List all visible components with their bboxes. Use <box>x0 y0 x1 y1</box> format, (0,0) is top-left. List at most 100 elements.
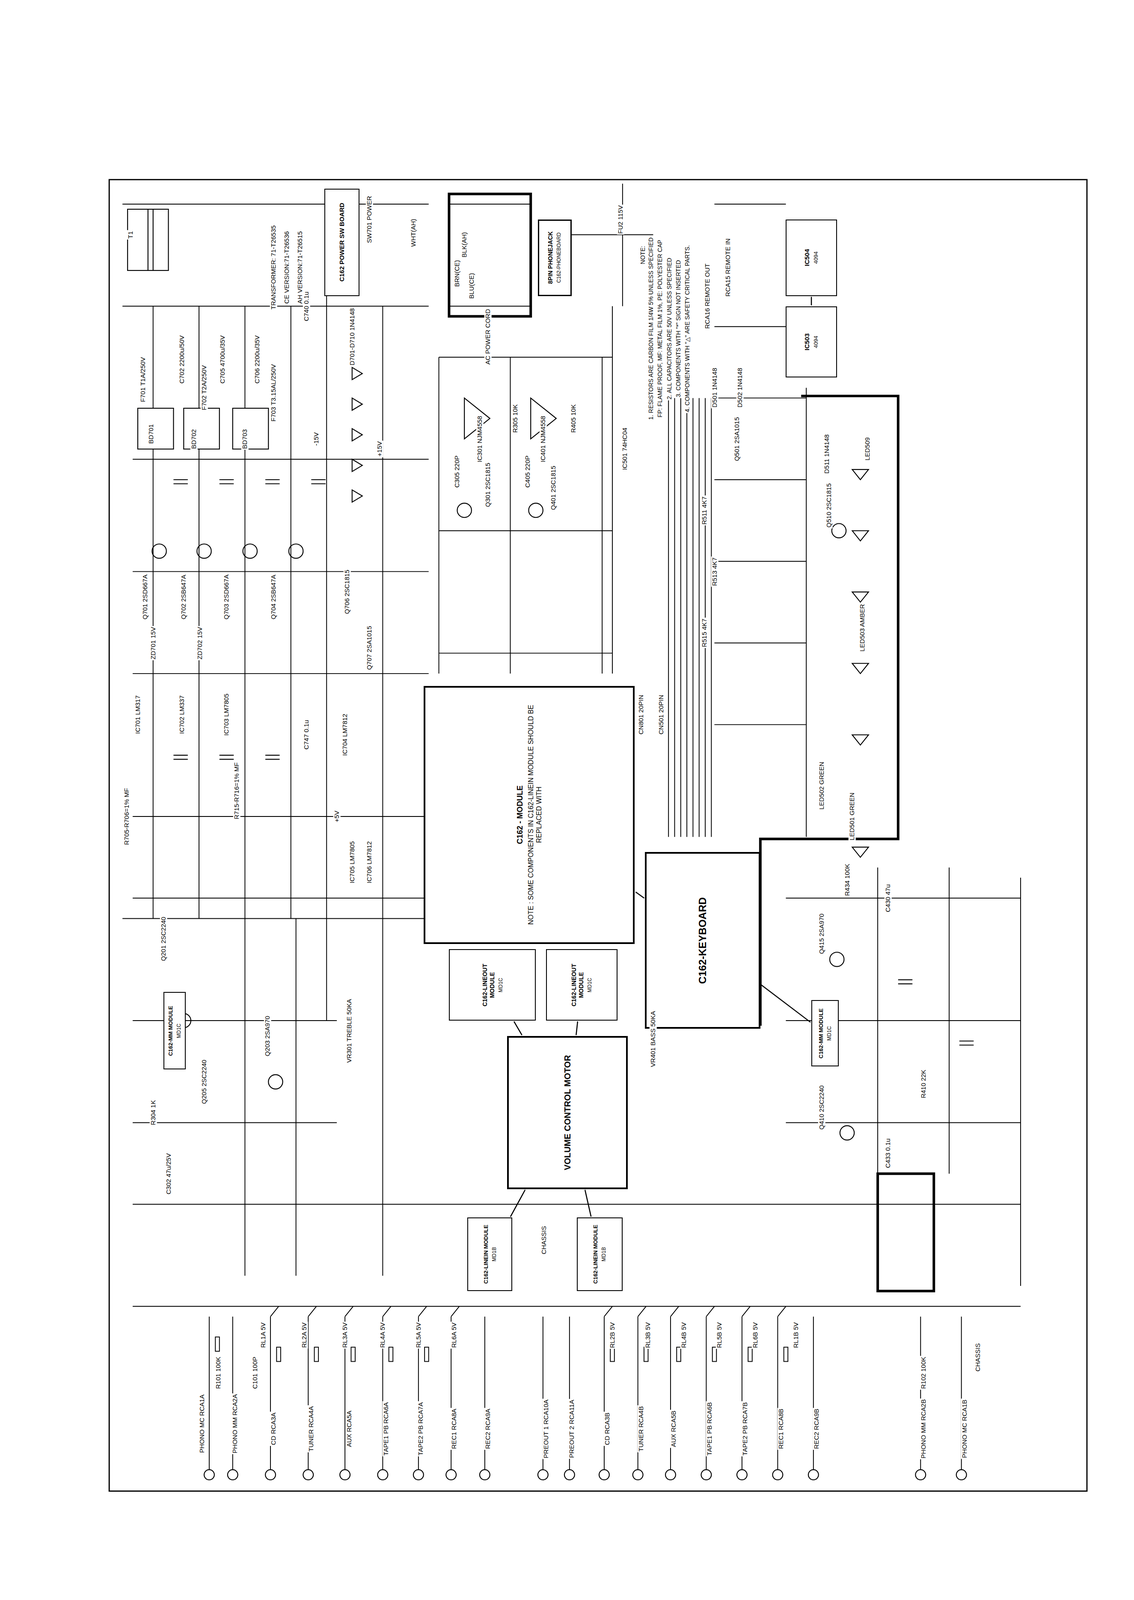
resistor-symbol <box>676 1347 681 1362</box>
transistor-symbol <box>268 1074 283 1089</box>
part-label: LED502 GREEN <box>818 761 826 811</box>
module-box: C162-LINEOUT MODULEMD1C <box>546 949 618 1021</box>
module-box: 8PIN PHONEJACKC162-PHONEBOARD <box>537 219 572 297</box>
part-label: -15V <box>312 431 321 447</box>
part-label: IC401 NJM4558 <box>539 414 547 463</box>
part-label: TAPE1 PB RCA6A <box>382 1401 390 1457</box>
module-box: IC5044094 <box>785 219 837 297</box>
transistor-symbol <box>151 503 855 1140</box>
module-title: C162-MM MODULE <box>816 1003 826 1064</box>
part-label: R705-R706=1% MF <box>122 787 131 847</box>
transformer-symbol <box>148 209 154 271</box>
part-label: RL2A 5V <box>300 1321 308 1349</box>
rca-jack <box>302 1469 314 1480</box>
part-label: 3. COMPONENTS WITH "*" SIGN NOT INSERTED <box>675 259 682 399</box>
ribbon-connector <box>510 1190 526 1218</box>
resistor-symbol <box>610 1347 615 1362</box>
part-label: BD702 <box>190 428 198 450</box>
wire <box>132 898 1021 1307</box>
part-label: RCA15 REMOTE IN <box>724 237 732 298</box>
ribbon-connector <box>635 891 645 898</box>
part-label: CN801 20PIN <box>637 693 645 736</box>
part-label: LED501 GREEN <box>848 791 856 842</box>
part-label: RL3A 5V <box>341 1321 349 1349</box>
thick-outline <box>760 395 899 1026</box>
rca-jack <box>956 1469 967 1480</box>
part-label: C705 4700u/35V <box>219 334 227 385</box>
module-title: C162-LINEOUT MODULE <box>569 952 586 1018</box>
bridge-rectifier <box>137 408 174 449</box>
frame <box>109 179 1087 1492</box>
ribbon-connector <box>575 1021 578 1036</box>
module-box: C162 - MODULENOTE : SOME COMPONENTS IN C… <box>423 685 636 945</box>
module-title: C162-LINEOUT MODULE <box>480 952 497 1018</box>
part-label: RL5B 5V <box>715 1321 724 1349</box>
module-title: 8PIN PHONEJACK <box>546 222 556 294</box>
rca-jack <box>339 1469 351 1480</box>
part-label: C702 2200u/50V <box>178 334 186 385</box>
node-text-group: C162-KEYBOARD <box>695 854 710 1026</box>
module-box: C162-LINEIN MODULEMD1B <box>467 1217 513 1292</box>
ribbon-connector <box>761 984 811 1022</box>
transistor-symbol <box>457 503 472 518</box>
part-label: C101 100P <box>251 1355 259 1390</box>
rca-jack <box>736 1469 748 1480</box>
rca-jack <box>599 1469 610 1480</box>
part-label: R405 10K <box>569 403 578 434</box>
part-label: IC706 LM7812 <box>365 840 374 885</box>
part-label: CD RCA3B <box>603 1411 612 1446</box>
part-label: Q201 2SC2240 <box>159 915 167 962</box>
part-label: Q706 2SC1815 <box>343 569 351 615</box>
rca-jack <box>772 1469 783 1480</box>
part-label: C305 220P <box>453 454 461 489</box>
part-label: PHONO MM RCA2A <box>231 1393 239 1455</box>
transformer-symbol <box>127 209 169 271</box>
wire <box>668 397 712 838</box>
module-title: C162 - MODULE <box>514 688 526 942</box>
bridge-rectifier <box>137 408 269 449</box>
wire <box>122 183 1021 1470</box>
relay-contact <box>270 1306 786 1317</box>
rca-jack <box>204 1469 215 1480</box>
module-note: MD1B <box>489 1220 498 1289</box>
capacitor-symbol <box>173 479 974 1045</box>
transistor-symbol <box>243 543 258 559</box>
module-title: IC504 <box>802 222 812 294</box>
part-label: C302 47u/25V <box>164 1152 173 1196</box>
node-text-group: C162 POWER SW BOARD <box>337 191 347 293</box>
node-text-group: C162 - MODULENOTE : SOME COMPONENTS IN C… <box>514 688 544 942</box>
part-label: C433 0.1u <box>884 1137 892 1169</box>
part-label: C747 0.1u <box>302 719 310 751</box>
part-label: BLK(AH) <box>460 231 469 259</box>
resistor-symbol <box>783 1347 789 1362</box>
diode-symbol <box>352 367 363 503</box>
module-box: C162-MM MODULEMD1C <box>811 1000 839 1067</box>
ribbon-connector <box>584 1190 591 1218</box>
part-label: TAPE2 PB RCA7A <box>416 1401 425 1457</box>
part-label: TUNER RCA4A <box>307 1405 315 1453</box>
rca-jack <box>808 1469 819 1480</box>
module-box: VOLUME CONTROL MOTOR <box>507 1036 628 1190</box>
part-label: F702 T2A/250V <box>200 364 208 412</box>
part-label: NOTE: <box>639 245 647 266</box>
part-label: C405 220P <box>524 454 532 489</box>
rca-jack <box>265 1469 276 1480</box>
rca-jack <box>564 1469 575 1480</box>
module-box: C162-LINEIN MODULEMD1B <box>576 1217 623 1292</box>
rca-jack <box>915 1469 926 1480</box>
part-label: Q301 2SC1815 <box>484 461 492 508</box>
rca-jack <box>537 1469 549 1480</box>
part-label: Q205 2SC2240 <box>200 1058 208 1105</box>
ribbon-connector <box>810 296 813 306</box>
part-label: IC703 LM7805 <box>222 692 231 737</box>
part-label: SW701 POWER <box>365 195 374 244</box>
module-note: 4094 <box>811 309 821 375</box>
part-label: 4. COMPONENTS WITH "△" ARE SAFETY CRITIC… <box>684 244 692 413</box>
part-label: Q203 2SA970 <box>264 1015 272 1057</box>
part-label: IC501 74HC04 <box>620 427 629 472</box>
part-label: R511 4K7 <box>700 495 708 526</box>
wire <box>209 1316 962 1470</box>
transistor-symbol <box>528 503 543 518</box>
part-label: R410 22K <box>920 1068 928 1100</box>
part-label: R715-R716=1% MF <box>233 761 241 821</box>
